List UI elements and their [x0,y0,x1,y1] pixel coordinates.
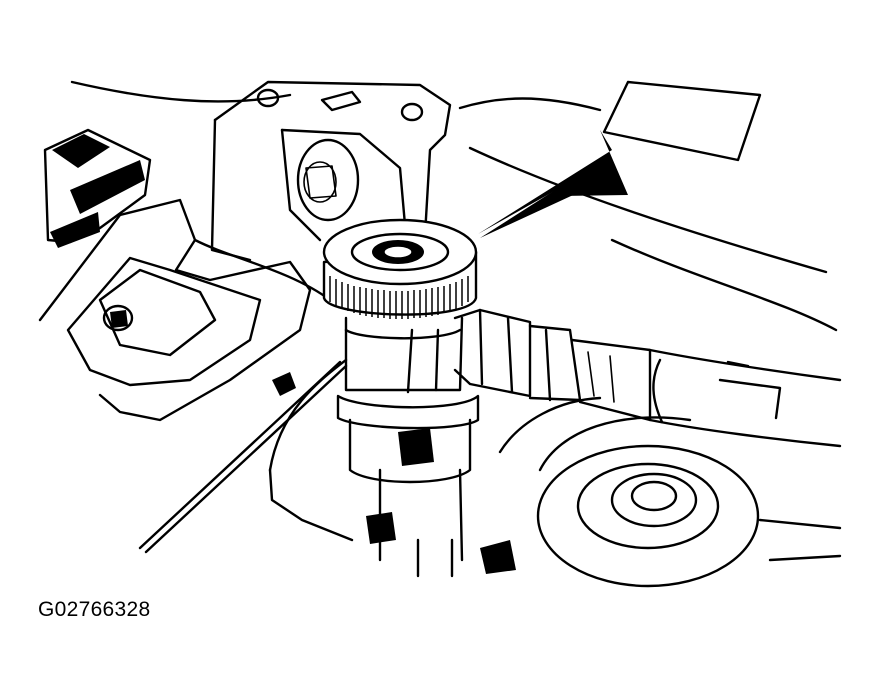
knurled-cap [322,218,478,319]
upper-right-plate [602,80,762,162]
left-flange [38,198,348,554]
left-bracket [43,128,152,248]
knurling [329,276,469,319]
valve-body [268,316,516,578]
figure-code: G02766328 [38,598,151,621]
hose-fitting [453,308,842,448]
background-surface [70,80,838,332]
round-mount [498,396,842,588]
callout-arrow [478,130,628,238]
technical-line-drawing [38,80,842,588]
